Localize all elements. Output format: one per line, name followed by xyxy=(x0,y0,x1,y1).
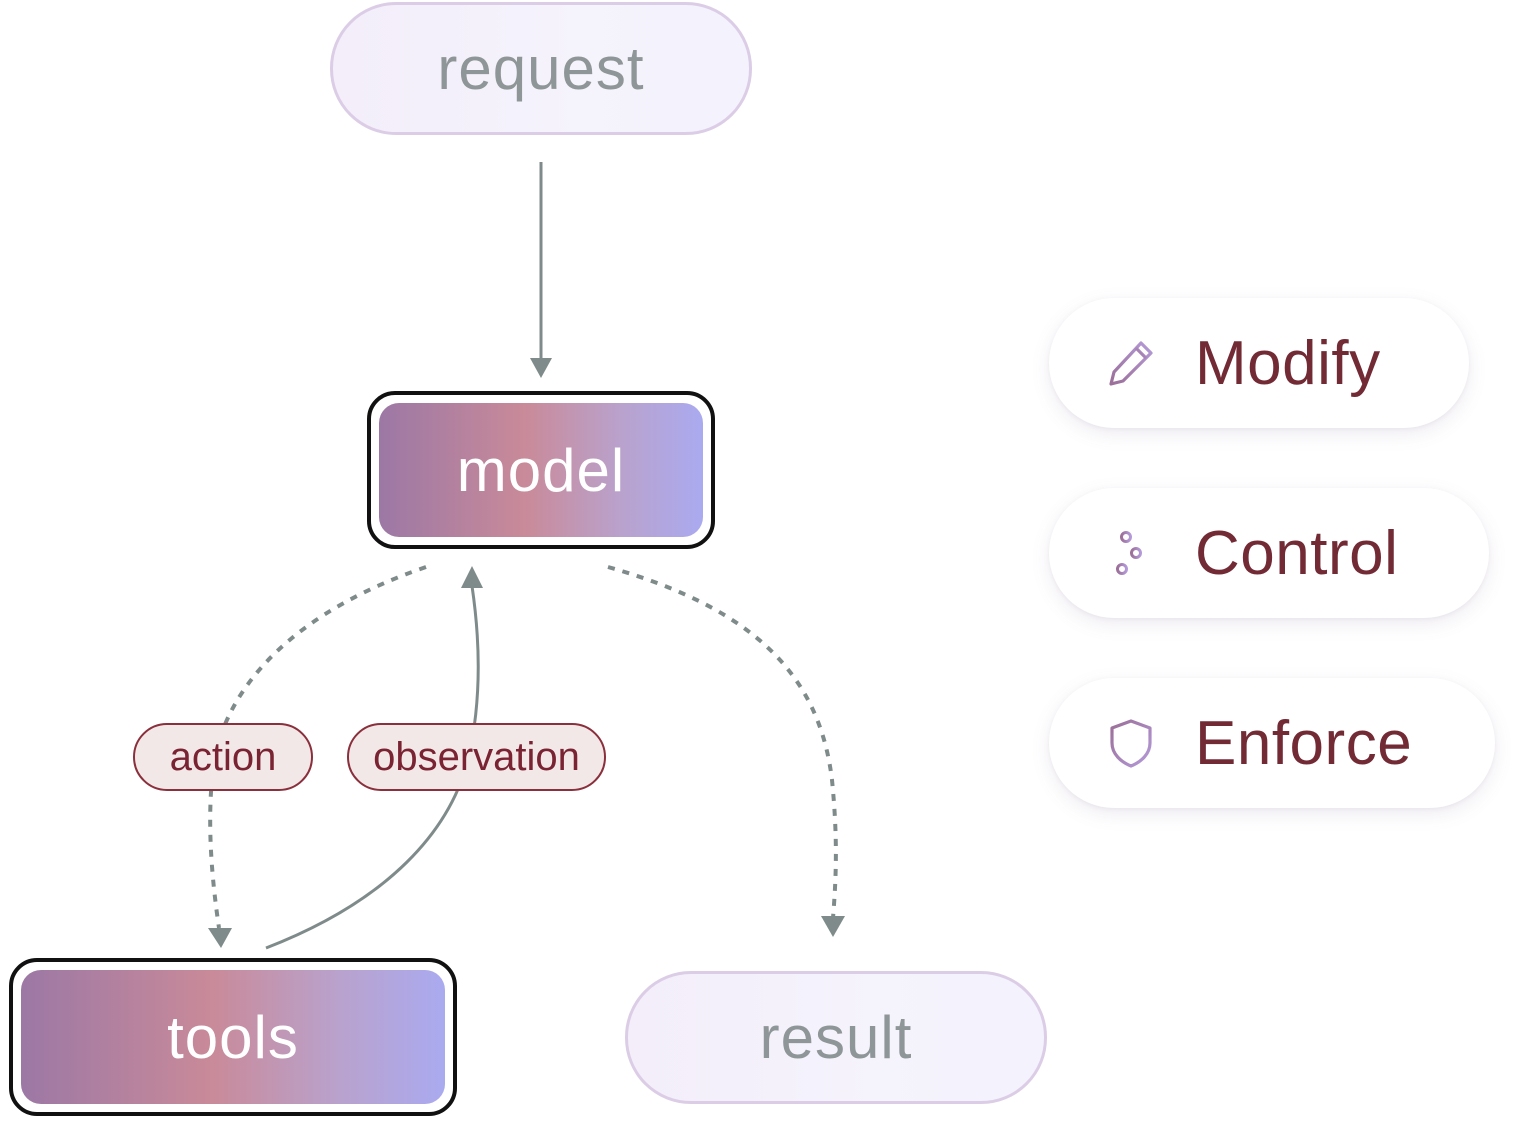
edge-action-arrowhead xyxy=(208,928,232,948)
feature-enforce: Enforce xyxy=(1049,678,1495,808)
sliders-icon xyxy=(1105,527,1157,579)
tools-node: tools xyxy=(9,958,457,1116)
tools-node-label: tools xyxy=(167,1003,299,1071)
edge-result-arrowhead xyxy=(821,916,845,937)
feature-enforce-label: Enforce xyxy=(1195,708,1413,778)
model-node: model xyxy=(367,391,715,549)
pencil-icon xyxy=(1105,337,1157,389)
model-node-body: model xyxy=(379,403,703,537)
feature-control-label: Control xyxy=(1195,518,1399,588)
observation-edge-label-text: observation xyxy=(373,734,580,779)
edge-model-to-result xyxy=(607,565,838,919)
request-node-label: request xyxy=(437,35,645,102)
model-node-label: model xyxy=(456,436,626,504)
action-edge-label-text: action xyxy=(169,734,277,779)
shield-icon xyxy=(1105,717,1157,769)
feature-modify: Modify xyxy=(1049,298,1469,428)
tools-node-body: tools xyxy=(21,970,445,1104)
result-node: result xyxy=(625,971,1047,1104)
feature-control: Control xyxy=(1049,488,1489,618)
feature-modify-label: Modify xyxy=(1195,328,1381,398)
edge-request-to-model-arrowhead xyxy=(530,358,552,378)
request-node: request xyxy=(330,2,752,135)
action-edge-label: action xyxy=(133,723,313,791)
result-node-label: result xyxy=(759,1004,913,1071)
edge-observation-arrowhead xyxy=(461,566,483,588)
observation-edge-label: observation xyxy=(347,723,606,791)
